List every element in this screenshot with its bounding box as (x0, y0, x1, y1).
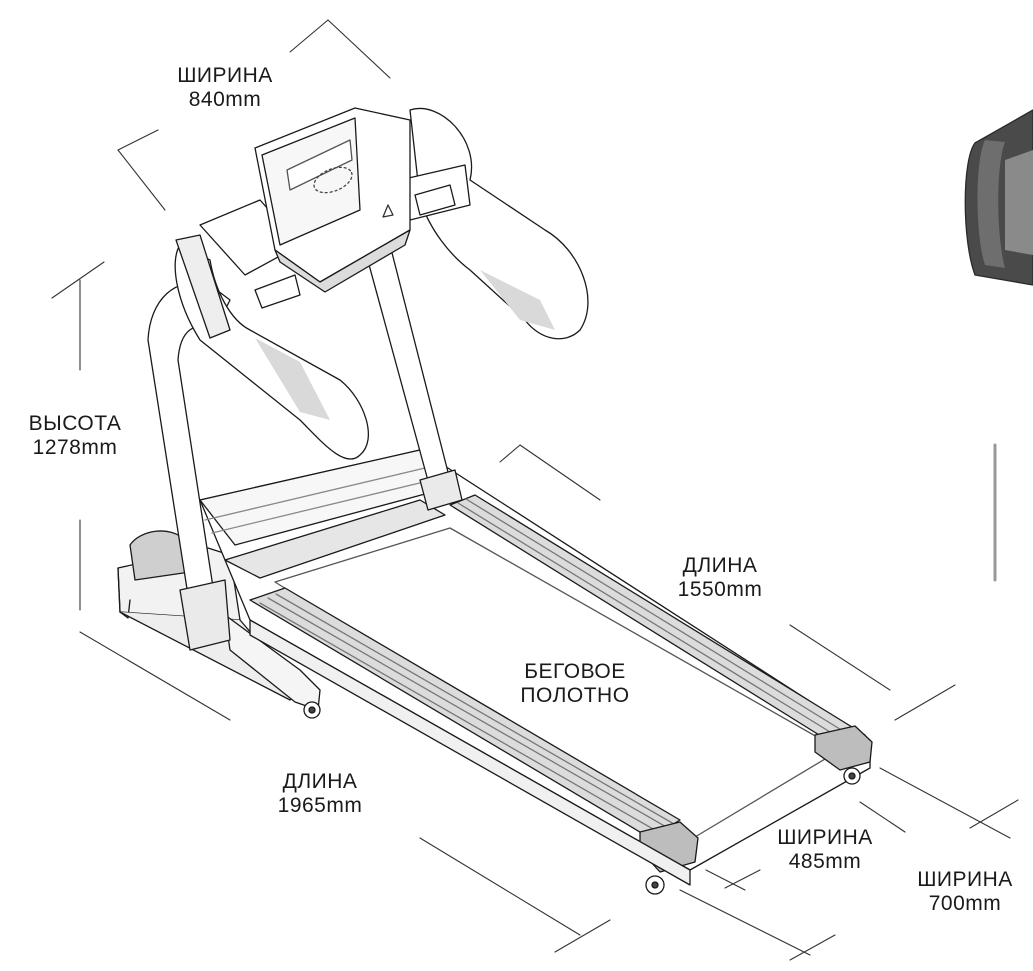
height-title: ВЫСОТА (28, 412, 122, 435)
width-840-label: ШИРИНА 840mm (155, 64, 295, 112)
running-belt-label: БЕГОВОЕ ПОЛОТНО (490, 660, 660, 708)
belt-width-title: ШИРИНА (777, 826, 873, 849)
belt-length-value: 1550mm (677, 578, 763, 601)
width-840-value: 840mm (188, 88, 262, 111)
belt-width-label: ШИРИНА 485mm (755, 826, 895, 874)
total-width-title: ШИРИНА (917, 868, 1013, 891)
height-value: 1278mm (32, 436, 118, 459)
dimension-lines (51, 19, 1019, 961)
running-belt-line2: ПОЛОТНО (520, 684, 630, 707)
belt-length-title: ДЛИНА (682, 554, 758, 577)
height-label: ВЫСОТА 1278mm (0, 412, 150, 460)
total-length-value: 1965mm (277, 794, 363, 817)
total-width-value: 700mm (928, 892, 1002, 915)
width-840-title: ШИРИНА (177, 64, 273, 87)
side-panel-fragment (964, 109, 1033, 582)
total-length-label: ДЛИНА 1965mm (250, 770, 390, 818)
console (254, 107, 456, 309)
belt-length-label: ДЛИНА 1550mm (650, 554, 790, 602)
deck (199, 449, 873, 895)
total-width-label: ШИРИНА 700mm (895, 868, 1033, 916)
total-length-title: ДЛИНА (282, 770, 358, 793)
running-belt-line1: БЕГОВОЕ (524, 660, 626, 683)
belt-width-value: 485mm (788, 850, 862, 873)
uprights (147, 244, 463, 651)
